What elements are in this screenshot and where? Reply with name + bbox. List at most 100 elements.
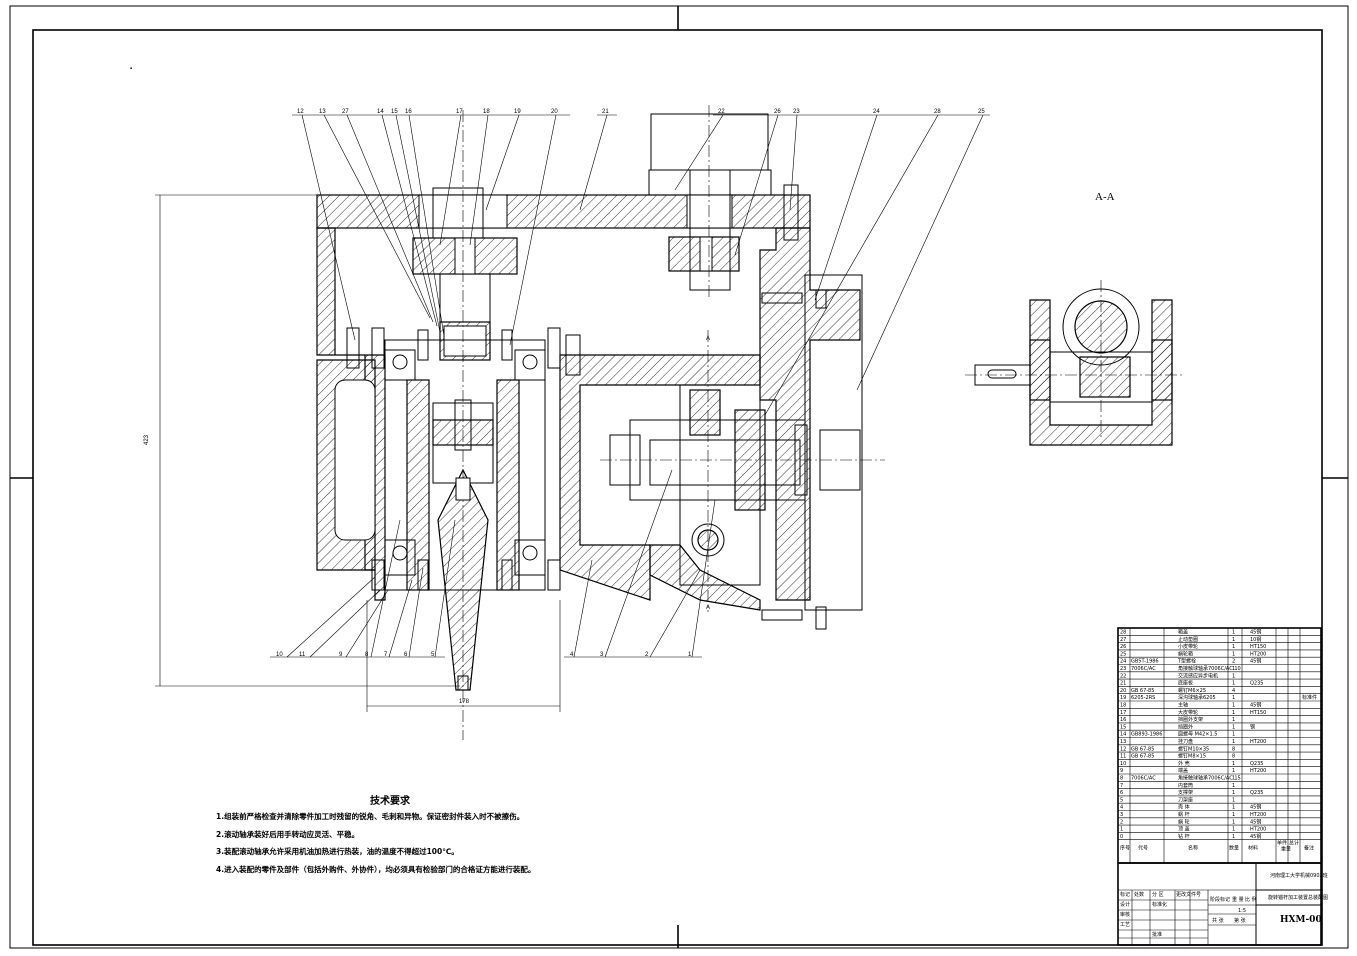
- bom-cell-material: HT200: [1250, 812, 1266, 818]
- tech-requirement-item: 2.滚动轴承装好后用手转动应灵活、平稳。: [216, 829, 360, 839]
- bom-cell-qty: 1: [1232, 783, 1235, 789]
- bom-cell-material: 45钢: [1250, 658, 1261, 665]
- bom-cell-name: 螺钉M6×25: [1178, 687, 1206, 694]
- bom-cell-name: 主轴: [1178, 702, 1188, 709]
- balloon-22: 22: [718, 109, 725, 115]
- bom-header-no: 序号: [1120, 845, 1130, 852]
- bom-cell-qty: 1: [1232, 666, 1235, 672]
- bom-cell-no: 21: [1120, 681, 1126, 687]
- bom-cell-name: 挡圈外支架: [1178, 716, 1203, 723]
- bom-cell-no: 2: [1120, 819, 1123, 825]
- bom-cell-qty: 1: [1232, 724, 1235, 730]
- bom-cell-qty: 1: [1232, 637, 1235, 643]
- balloon-7: 7: [384, 652, 388, 658]
- bom-cell-name: 壳 体: [1178, 804, 1190, 811]
- bom-cell-no: 19: [1120, 695, 1126, 701]
- base-plate: [316, 194, 811, 229]
- label-stage: 阶段标记: [1210, 896, 1230, 903]
- label-total-sheets: 共 张: [1212, 917, 1224, 924]
- bom-header-name: 名称: [1188, 845, 1198, 852]
- bom-cell-material: Q235: [1250, 790, 1263, 796]
- bom-header-qty: 数量: [1229, 845, 1239, 852]
- balloon-20: 20: [551, 109, 558, 115]
- bom-cell-note: 标准件: [1302, 694, 1317, 701]
- bom-cell-name: 螺钉M10×35: [1178, 745, 1209, 752]
- motor: [650, 113, 769, 171]
- balloon-10: 10: [276, 652, 283, 658]
- bom-cell-material: HT200: [1250, 651, 1266, 657]
- bom-cell-qty: 1: [1232, 732, 1235, 738]
- balloon-3: 3: [600, 652, 604, 658]
- balloon-6: 6: [404, 652, 408, 658]
- bom-cell-qty: 8: [1232, 746, 1235, 752]
- corner-mark: ▪: [130, 66, 132, 72]
- drawing-name: 旋转锚杆加工装置总装配图: [1268, 894, 1328, 901]
- bom-cell-qty: 1: [1232, 695, 1235, 701]
- bom-cell-name: 蜗 轮: [1178, 818, 1190, 825]
- bom-cell-no: 15: [1120, 724, 1126, 730]
- section-title: A-A: [1095, 191, 1115, 203]
- balloon-12: 12: [297, 109, 304, 115]
- bom-cell-no: 16: [1120, 717, 1126, 723]
- bom-cell-material: HT150: [1250, 710, 1266, 716]
- bom-cell-code: 7006C/AC: [1131, 666, 1156, 672]
- bom-cell-no: 10: [1120, 761, 1126, 767]
- main-assembly-view: A A 423 178: [144, 105, 990, 740]
- bom-cell-qty: 1: [1232, 710, 1235, 716]
- bom-cell-qty: 1: [1232, 827, 1235, 833]
- balloon-17: 17: [456, 109, 463, 115]
- balloon-26: 26: [774, 109, 781, 115]
- bom-cell-name: 刀架座: [1178, 796, 1193, 803]
- bom-cell-material: HT150: [1250, 644, 1266, 650]
- bom-cell-code: 6205-2RS: [1131, 695, 1155, 701]
- bom-cell-no: 5: [1120, 797, 1123, 803]
- bom-cell-material: Q235: [1250, 761, 1263, 767]
- bom-cell-material: 45钢: [1250, 629, 1261, 636]
- balloon-24: 24: [873, 109, 880, 115]
- bom-cell-qty: 1: [1232, 819, 1235, 825]
- balloon-2: 2: [645, 652, 649, 658]
- balloon-9: 9: [339, 652, 343, 658]
- bom-header-material: 材料: [1248, 845, 1258, 852]
- bom-cell-material: HT200: [1250, 827, 1266, 833]
- bom-cell-qty: 8: [1232, 754, 1235, 760]
- drawing-scale: 1:5: [1238, 908, 1246, 914]
- label-zone: 分 区: [1152, 891, 1164, 898]
- bom-cell-material: HT200: [1250, 768, 1266, 774]
- label-change-doc: 更改文件号: [1176, 891, 1201, 898]
- bom-cell-qty: 1: [1232, 805, 1235, 811]
- bom-cell-no: 3: [1120, 812, 1123, 818]
- bom-cell-material: 45钢: [1250, 702, 1261, 709]
- bom-cell-qty: 1: [1232, 630, 1235, 636]
- bom-cell-no: 4: [1120, 805, 1123, 811]
- label-scale: 比 例: [1245, 896, 1257, 903]
- bom-cell-qty: 1: [1232, 790, 1235, 796]
- bom-cell-name: 钻 杆: [1178, 833, 1190, 840]
- bom-cell-name: 角接触球轴承7006C/AC 10: [1178, 665, 1241, 672]
- bom-cell-no: 25: [1120, 651, 1126, 657]
- bom-cell-code: GB 67-85: [1131, 754, 1154, 760]
- tech-requirements-title: 技术要求: [370, 796, 410, 807]
- bom-cell-code: GB893-1986: [1131, 732, 1162, 738]
- balloon-1: 1: [688, 652, 692, 658]
- bom-cell-code: GB5T-1986: [1131, 659, 1159, 665]
- balloon-25: 25: [978, 109, 985, 115]
- bom-cell-no: 13: [1120, 739, 1126, 745]
- bom-cell-code: GB 67-85: [1131, 746, 1154, 752]
- bom-header-unit: 单件: [1277, 840, 1287, 847]
- label-process: 工艺: [1120, 922, 1130, 928]
- bom-cell-name: 圆螺母 M42×1.5: [1178, 731, 1217, 738]
- bom-cell-name: 小皮带轮: [1178, 643, 1198, 650]
- bom-cell-no: 28: [1120, 630, 1126, 636]
- bom-cell-no: 6: [1120, 790, 1123, 796]
- bom-cell-name: 顶 盖: [1178, 826, 1190, 833]
- bom-cell-material: 钢: [1250, 723, 1255, 730]
- gearbox-housing: [559, 354, 761, 601]
- bom-cell-qty: 1: [1232, 739, 1235, 745]
- balloon-23: 23: [793, 109, 800, 115]
- bom-cell-name: 端盖: [1178, 767, 1188, 774]
- bom-cell-material: 45钢: [1250, 818, 1261, 825]
- label-weight: 重 量: [1232, 896, 1244, 903]
